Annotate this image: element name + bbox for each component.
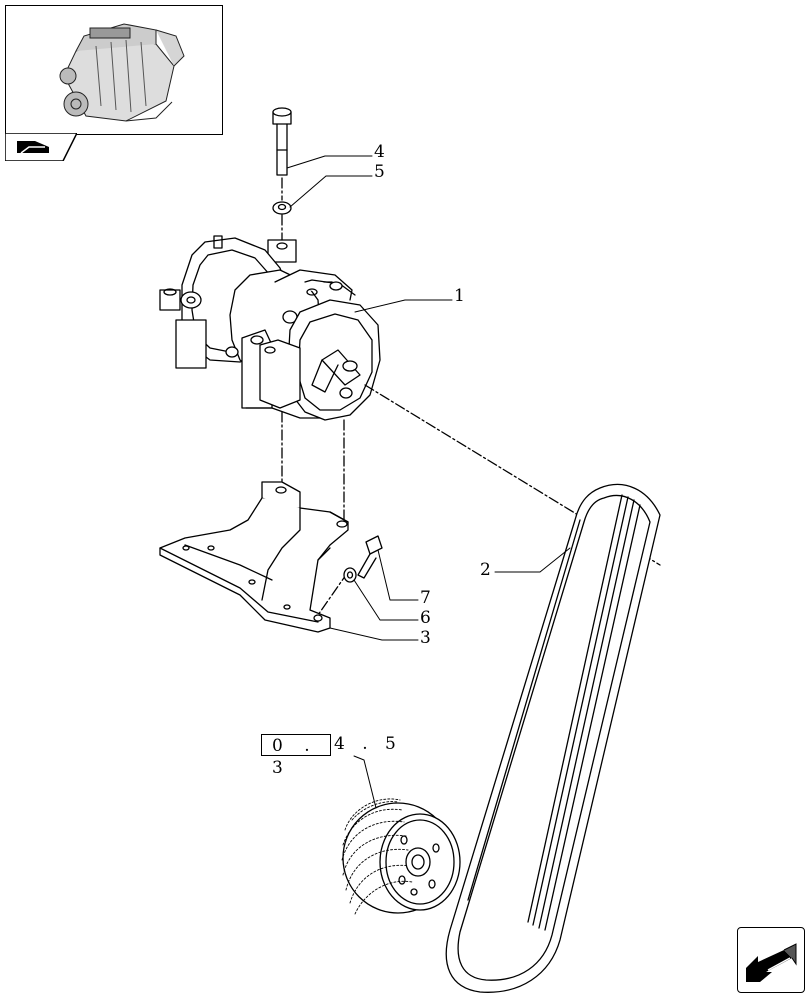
- bracket-part-3: [159, 481, 349, 633]
- reference-suffix: 4 . 5: [334, 734, 402, 754]
- leader-lines: [286, 155, 571, 809]
- callout-1[interactable]: 1: [454, 286, 465, 306]
- engine-thumbnail[interactable]: [5, 5, 223, 135]
- reference-box[interactable]: 0 . 3: [261, 734, 331, 778]
- callout-7[interactable]: 7: [420, 588, 431, 608]
- callout-4[interactable]: 4: [374, 142, 385, 162]
- navigate-arrow-icon: [746, 943, 797, 982]
- callout-3[interactable]: 3: [420, 628, 431, 648]
- callout-2[interactable]: 2: [480, 560, 491, 580]
- vehicle-tab[interactable]: [5, 133, 77, 161]
- bolt-part-4: [272, 107, 292, 176]
- bolt-part-7: [357, 535, 383, 579]
- washer-part-5: [272, 201, 292, 215]
- pulley-part: [341, 798, 461, 915]
- vehicle-tab-icon: [5, 133, 77, 161]
- belt-part-2: [445, 483, 661, 993]
- compressor-part-1: [159, 235, 381, 421]
- engine-thumbnail-icon: [59, 23, 185, 122]
- washer-part-6: [343, 567, 357, 583]
- callout-6[interactable]: 6: [420, 608, 431, 628]
- navigate-button[interactable]: [737, 927, 805, 993]
- callout-5[interactable]: 5: [374, 162, 385, 182]
